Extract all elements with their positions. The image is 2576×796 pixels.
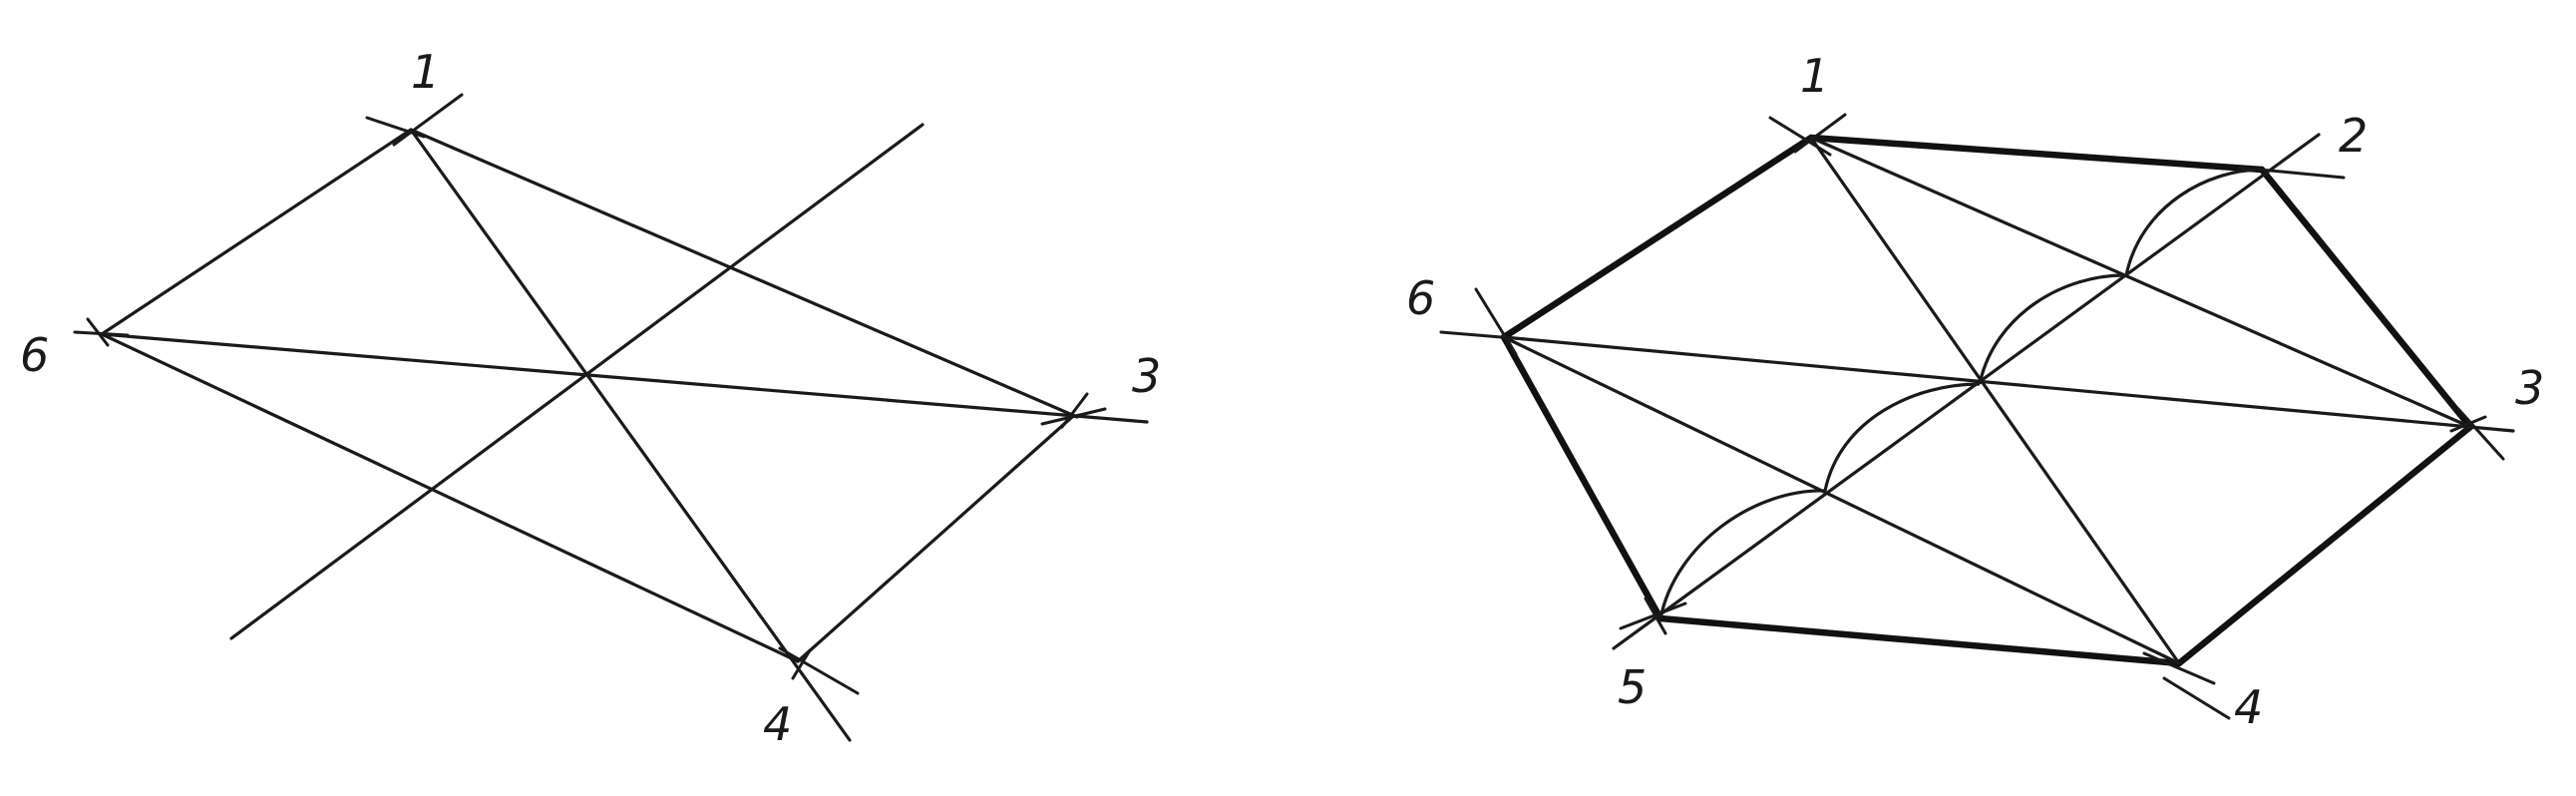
right-edge-5-6: [1500, 333, 1664, 622]
left-tick-6a: [73, 330, 130, 337]
right-tick-1a: [1768, 116, 1832, 157]
right-tick-4a: [2142, 651, 2216, 685]
right-line-1-4: [1809, 136, 2181, 665]
left-label-1: 1: [411, 45, 440, 99]
right-tick-3a: [2456, 407, 2505, 461]
right-tick-5a: [1619, 601, 1687, 630]
left-tick-3b: [1060, 392, 1089, 429]
right-tick-2a: [2237, 166, 2346, 180]
right-label-2: 2: [2339, 109, 2368, 163]
right-edge-3-4: [2175, 423, 2474, 667]
right-tick-5b: [1644, 597, 1667, 635]
right-edge-2-3: [2258, 166, 2474, 431]
right-label-6: 6: [1406, 271, 1435, 325]
right-tick-4b: [2162, 676, 2231, 720]
right-edge-4-5: [1656, 614, 2183, 667]
right-arc-2: [1823, 382, 1981, 492]
left-tick-1b: [392, 93, 464, 147]
left-line-6-3: [100, 332, 1149, 424]
left-line-3-4: [796, 415, 1074, 663]
right-line-1-3: [1809, 136, 2472, 429]
left-line-1-4: [409, 128, 852, 742]
left-tick-6b: [86, 317, 110, 347]
right-label-3: 3: [2515, 361, 2544, 415]
right-tick-3b: [2449, 415, 2487, 433]
right-label-5: 5: [1618, 660, 1647, 714]
left-label-6: 6: [20, 328, 49, 382]
right-line-6-4: [1502, 335, 2181, 665]
left-line-1-6: [100, 128, 413, 336]
left-tick-4b: [791, 648, 812, 680]
right-label-4: 4: [2234, 680, 2263, 734]
right-figure: 1 2 6 3 5 4: [1406, 49, 2544, 734]
right-arc-3: [1978, 273, 2127, 385]
right-line-5-2: [1612, 133, 2321, 650]
right-tick-6b: [1474, 287, 1518, 356]
left-line-1-3: [409, 128, 1079, 419]
right-line-6-3: [1502, 335, 2515, 433]
left-figure: 1 6 3 4: [20, 45, 1161, 751]
left-long-diagonal: [229, 123, 924, 640]
right-edge-6-1: [1500, 134, 1815, 341]
right-arc-1: [1658, 489, 1826, 619]
left-tick-3a: [1040, 407, 1107, 426]
left-tick-1a: [365, 116, 426, 139]
right-tick-6a: [1439, 330, 1528, 341]
right-tick-1b: [1793, 113, 1847, 154]
left-line-6-4: [100, 332, 800, 663]
right-arc-4: [2124, 168, 2263, 276]
left-label-4: 4: [763, 697, 792, 751]
left-tick-4a: [778, 646, 860, 695]
right-edge-1-2: [1807, 134, 2266, 174]
left-label-3: 3: [1132, 349, 1161, 403]
right-label-1: 1: [1800, 49, 1829, 103]
